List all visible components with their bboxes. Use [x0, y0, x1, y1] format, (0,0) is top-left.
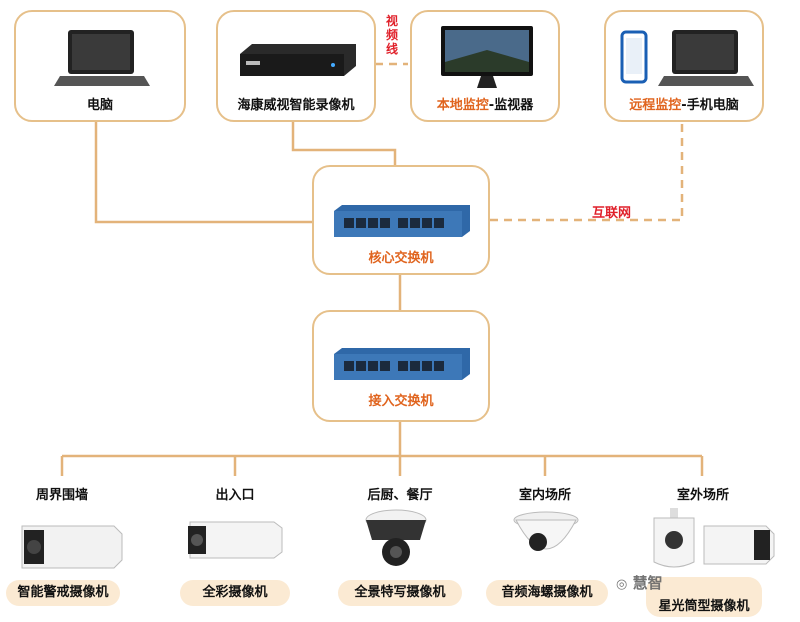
nvr-label: 海康威视智能录像机 [237, 98, 355, 113]
local-monitor-label: 本地监控-监视器 [412, 94, 558, 113]
turret-camera-icon [513, 511, 579, 551]
bullet-camera-icon [21, 525, 123, 569]
camera-type-outdoor-line1: 星光筒型摄像机 [658, 599, 750, 614]
camera-location-outdoor: 室外场所 [676, 488, 729, 503]
nvr-icon [240, 44, 356, 76]
camera-type-indoor: 音频海螺摄像机 [486, 580, 608, 606]
computer-node: 电脑 [14, 10, 186, 122]
camera-location-entrance: 出入口 [215, 488, 255, 503]
nvr-node: 海康威视智能录像机 [216, 10, 376, 122]
watermark-text: 慧智 [632, 574, 663, 592]
camera-location-indoor: 室内场所 [518, 488, 571, 503]
internet-label: 互联网 [592, 206, 632, 221]
camera-location-perimeter: 周界围墙 [35, 488, 88, 503]
fullcolor-camera-icon [188, 521, 283, 559]
access-switch-label: 接入交换机 [368, 394, 434, 409]
laptop-icon [54, 30, 150, 86]
local-monitor-node: 本地监控-监视器 [410, 10, 560, 122]
panoramic-camera-icon [365, 509, 427, 566]
video-cable-label: 视频线 [385, 14, 398, 56]
switch-icon [334, 205, 470, 237]
computer-link [94, 122, 312, 224]
camera-drops [60, 456, 704, 476]
switch-icon-access [334, 348, 470, 380]
camera-type-perimeter: 智能警戒摄像机 [6, 580, 120, 606]
wechat-watermark: ◎ 慧智 [616, 572, 663, 593]
core-switch-node: 核心交换机 [312, 165, 490, 275]
local-monitor-label-b: -监视器 [488, 98, 534, 113]
laptop-icon-remote [658, 30, 754, 86]
camera-type-entrance: 全彩摄像机 [180, 580, 290, 606]
local-monitor-label-a: 本地监控 [436, 98, 489, 113]
remote-monitor-label-b: -手机电脑 [681, 98, 739, 113]
camera-location-kitchen: 后厨、餐厅 [367, 488, 433, 503]
remote-monitor-label-a: 远程监控 [629, 98, 682, 113]
camera-type-kitchen: 全景特写摄像机 [338, 580, 462, 606]
camera-type-outdoor: 星光筒型摄像机 [646, 577, 762, 617]
remote-monitor-label: 远程监控-手机电脑 [606, 94, 762, 113]
core-switch-label: 核心交换机 [368, 251, 434, 266]
remote-monitor-node: 远程监控-手机电脑 [604, 10, 764, 122]
monitor-icon [441, 26, 533, 88]
ptz-and-starlight-camera-icon [653, 508, 775, 568]
wechat-icon: ◎ [616, 577, 628, 592]
phone-icon [620, 30, 648, 84]
access-switch-node: 接入交换机 [312, 310, 490, 422]
computer-label: 电脑 [86, 98, 113, 113]
internet-link [490, 122, 684, 222]
nvr-link [291, 122, 397, 165]
